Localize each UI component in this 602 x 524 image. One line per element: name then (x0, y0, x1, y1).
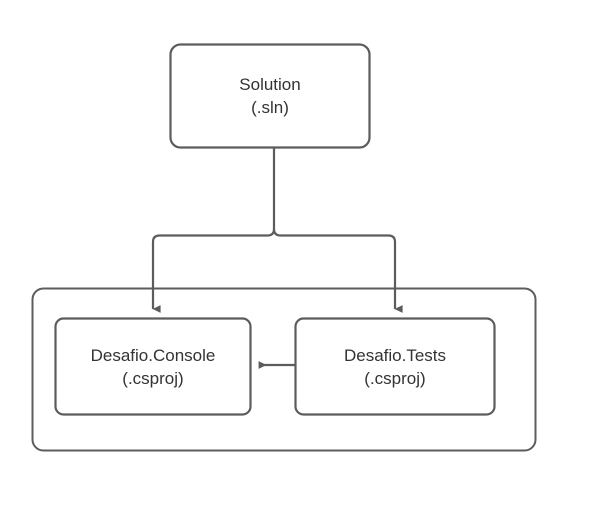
node-desafio-console[interactable] (54, 317, 252, 416)
node-solution[interactable] (169, 43, 371, 149)
edge-solution-to-tests (272, 228, 403, 313)
edge-solution-to-console (151, 228, 276, 313)
node-desafio-tests[interactable] (294, 317, 496, 416)
